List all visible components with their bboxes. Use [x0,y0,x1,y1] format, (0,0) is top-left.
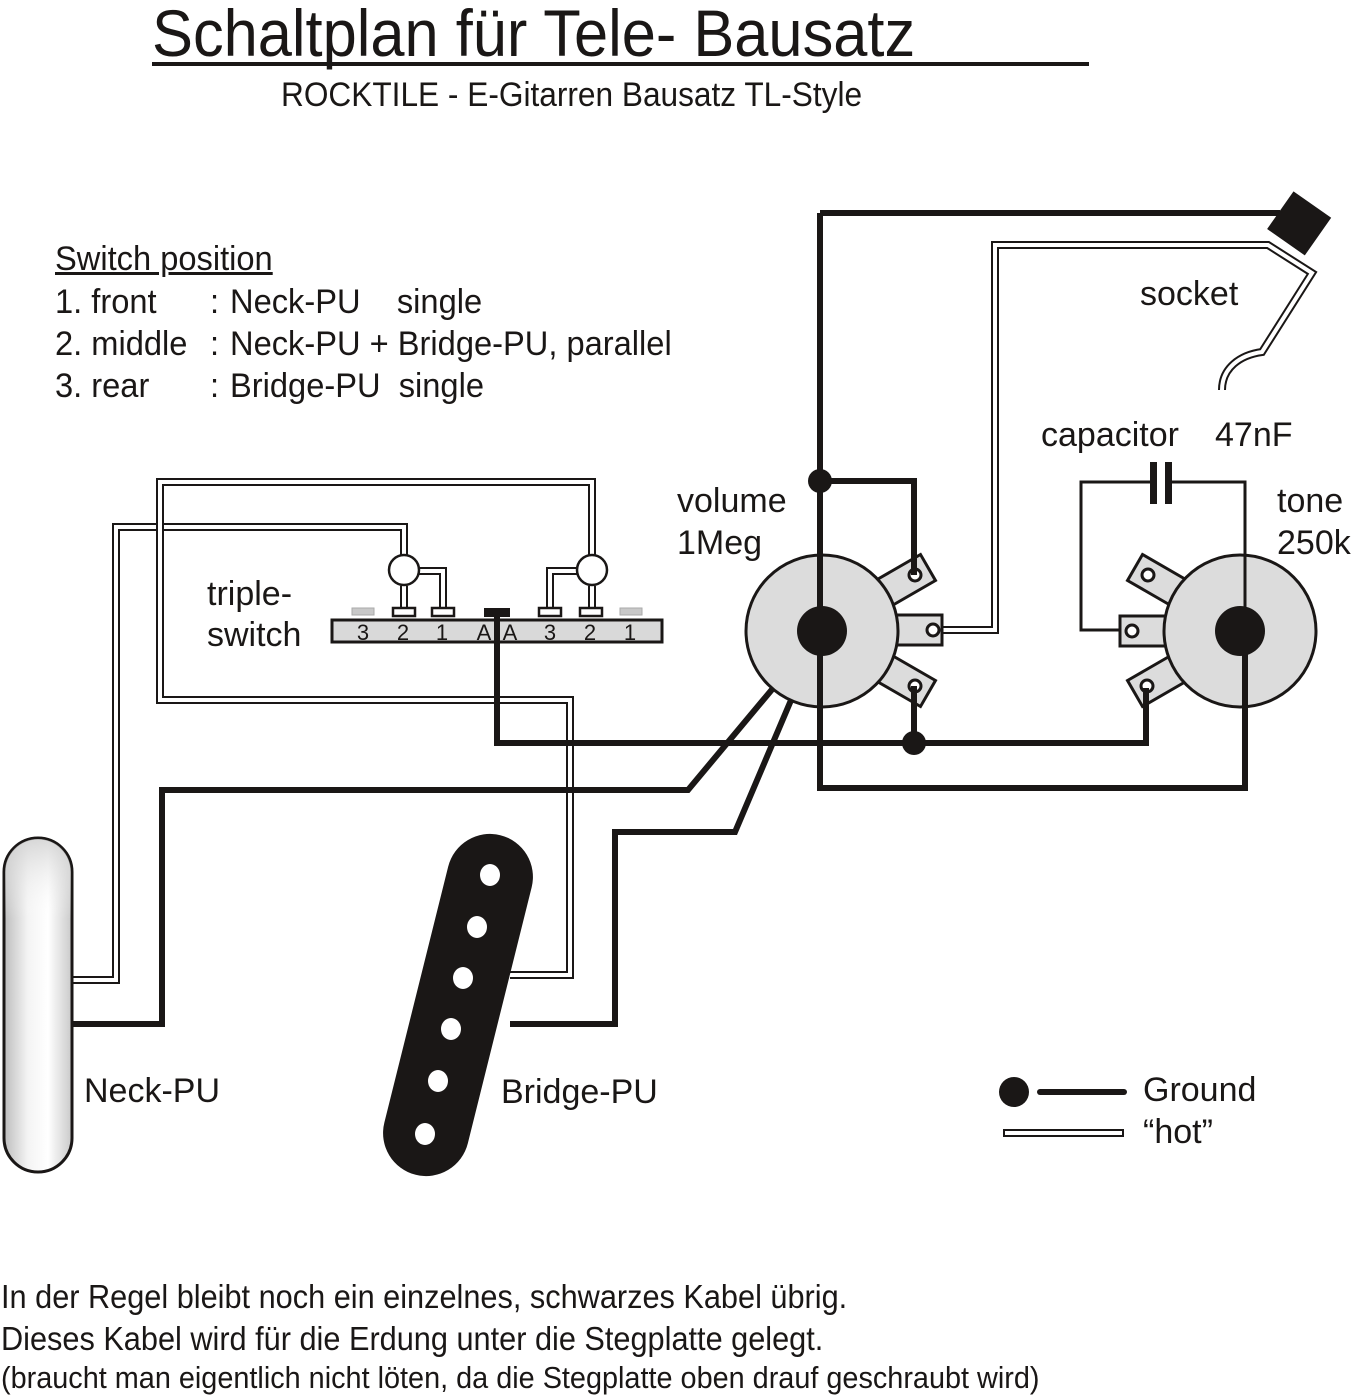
hot-wire-neck [72,523,408,984]
solder-joint-right [575,553,609,587]
switch-lug-unused-left [351,607,375,616]
switch-lug-unused-right [619,607,643,616]
capacitor-value: 47nF [1215,416,1293,454]
page-title: Schaltplan für Tele- Bausatz [152,0,916,70]
switch-terminal-label: 1 [624,620,636,645]
switch-lug-right-3 [537,606,563,618]
switch-lug-left-1 [430,606,456,618]
switch-terminal-label: 2 [584,620,596,645]
volume-value: 1Meg [677,524,763,562]
volume-label: volume [677,482,787,520]
switch-label-line2: switch [207,616,302,654]
subtitle: ROCKTILE - E-Gitarren Bausatz TL-Style [281,76,863,114]
switch-position-3-desc: Bridge-PU single [230,367,484,405]
note-line-3: (braucht man eigentlich nicht löten, da … [1,1360,1040,1395]
neck-pickup-label: Neck-PU [84,1072,221,1110]
note-line-1: In der Regel bleibt noch ein einzelnes, … [1,1278,848,1315]
pole-piece [428,1070,448,1092]
hot-legend-label: “hot” [1143,1113,1213,1151]
pole-piece [467,916,487,938]
wire-legend [999,1077,1127,1137]
pole-piece [480,864,500,886]
bridge-pickup [383,833,533,1177]
ground-wire-neck [72,630,823,1027]
volume-pot-center [797,606,847,656]
neck-pickup [2,836,74,1174]
solder-joint-left [387,553,421,587]
tone-label: tone [1277,482,1344,520]
switch-jumper-right [546,567,596,610]
switch-lug-right-2 [578,606,604,618]
ground-legend-dot [999,1077,1029,1107]
switch-position-1-desc: Neck-PU single [230,283,483,321]
pole-piece [441,1018,461,1040]
switch-position-3-name: 3. rear [55,367,150,405]
capacitor-plate-left [1150,462,1157,504]
pole-piece [453,967,473,989]
bridge-pickup-label: Bridge-PU [501,1073,658,1111]
switch-position-2-name: 2. middle [55,325,188,363]
output-socket [1267,191,1332,256]
socket-label: socket [1140,275,1239,313]
volume-pot [744,481,944,788]
tone-value: 250k [1277,524,1351,562]
ground-wire-bridge [510,630,823,1027]
switch-terminal-label: 3 [544,620,556,645]
capacitor-plate-right [1165,462,1172,504]
capacitor [1079,462,1247,632]
switch-terminal-label: A [477,620,492,645]
switch-label-line1: triple- [207,575,293,613]
title-underline [152,62,1089,66]
switch-terminal-label: 1 [436,620,448,645]
hot-wire-output [935,241,1318,634]
hot-wires [72,241,1318,984]
switch-terminal-label: 2 [397,620,409,645]
switch-jumper-left [400,567,447,610]
note-line-2: Dieses Kabel wird für die Erdung unter d… [1,1320,824,1357]
switch-position-2-sep: : [210,325,220,363]
pole-piece [415,1123,435,1145]
switch-terminal-label: A [503,620,518,645]
tone-pot-center [1215,606,1265,656]
switch-position-2-desc: Neck-PU + Bridge-PU, parallel [230,325,672,363]
hot-legend-line [1003,1129,1124,1137]
ground-legend-label: Ground [1143,1071,1257,1109]
switch-terminal-label: 3 [357,620,369,645]
switch-position-3-sep: : [210,367,220,405]
tone-pot [1118,552,1318,788]
switch-position-heading: Switch position [55,240,273,278]
hot-wire-bridge [156,478,596,979]
ground-junction-top [808,469,832,493]
capacitor-label: capacitor [1041,416,1179,454]
switch-position-1-name: 1. front [55,283,157,321]
switch-position-1-sep: : [210,283,220,321]
switch-lug-left-2 [391,606,417,618]
